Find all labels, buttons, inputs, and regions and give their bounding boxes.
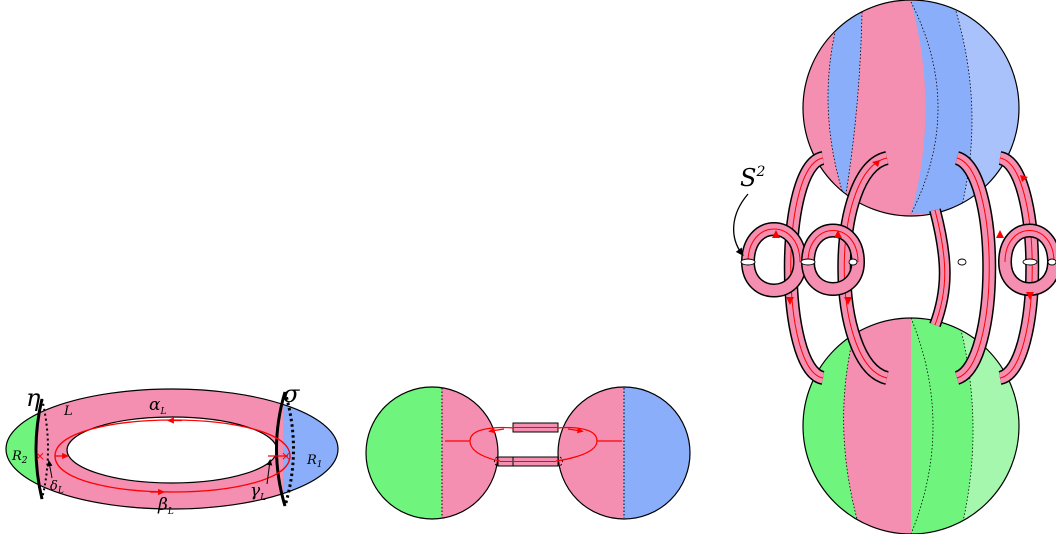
sigma-curve-hidden xyxy=(283,391,295,507)
r1-label: R1 xyxy=(306,453,323,470)
beta-symbol: β xyxy=(157,495,168,515)
delta-symbol: δ xyxy=(50,479,58,494)
top-ball xyxy=(802,0,1020,217)
gamma-symbol: γ xyxy=(250,481,261,501)
s2-label: S2 xyxy=(740,164,765,192)
s2-symbol: S xyxy=(740,164,756,192)
eta-curve xyxy=(34,398,44,500)
left-loop-arrow xyxy=(488,427,505,434)
sphere-panel: S2 xyxy=(732,0,1056,534)
delta-pointer xyxy=(47,459,53,479)
r2-label: R2 xyxy=(11,449,28,466)
r1-subscript: 1 xyxy=(317,460,323,470)
two-disc-panel xyxy=(365,386,691,520)
alpha-symbol: α xyxy=(149,395,161,415)
alpha-beta-loop xyxy=(54,419,291,493)
delta-subscript: L xyxy=(57,486,64,496)
beta-subscript: L xyxy=(167,507,174,517)
sigma-label: σ xyxy=(283,380,300,408)
alpha-subscript: L xyxy=(159,407,166,417)
s2-pointer xyxy=(732,193,749,257)
l-label: L xyxy=(63,404,73,419)
delta-label: δL xyxy=(50,479,64,496)
basepoint-left: × xyxy=(35,449,45,463)
torus-outline xyxy=(5,388,339,510)
beta-label: βL xyxy=(157,495,174,517)
eta-label: η xyxy=(26,384,41,412)
sigma-curve xyxy=(275,391,287,507)
gamma-subscript: L xyxy=(259,493,266,503)
s2-superscript: 2 xyxy=(755,164,765,180)
r1-symbol: R xyxy=(306,453,317,468)
cross-sections xyxy=(740,258,1056,266)
r2-subscript: 2 xyxy=(21,456,28,466)
tube-arrows xyxy=(772,160,1034,305)
torus-panel: × × η σ L αL βL γL δL R2 R1 xyxy=(5,380,339,517)
eta-curve-hidden xyxy=(41,398,49,500)
basepoint-right: × xyxy=(281,449,291,463)
right-loop-arrow xyxy=(567,427,584,434)
gamma-label: γL xyxy=(250,481,266,503)
alpha-label: αL xyxy=(149,395,166,417)
bridge-bands xyxy=(494,422,563,467)
r2-symbol: R xyxy=(11,449,22,464)
bottom-ball xyxy=(802,317,1020,534)
gamma-pointer xyxy=(266,458,273,485)
